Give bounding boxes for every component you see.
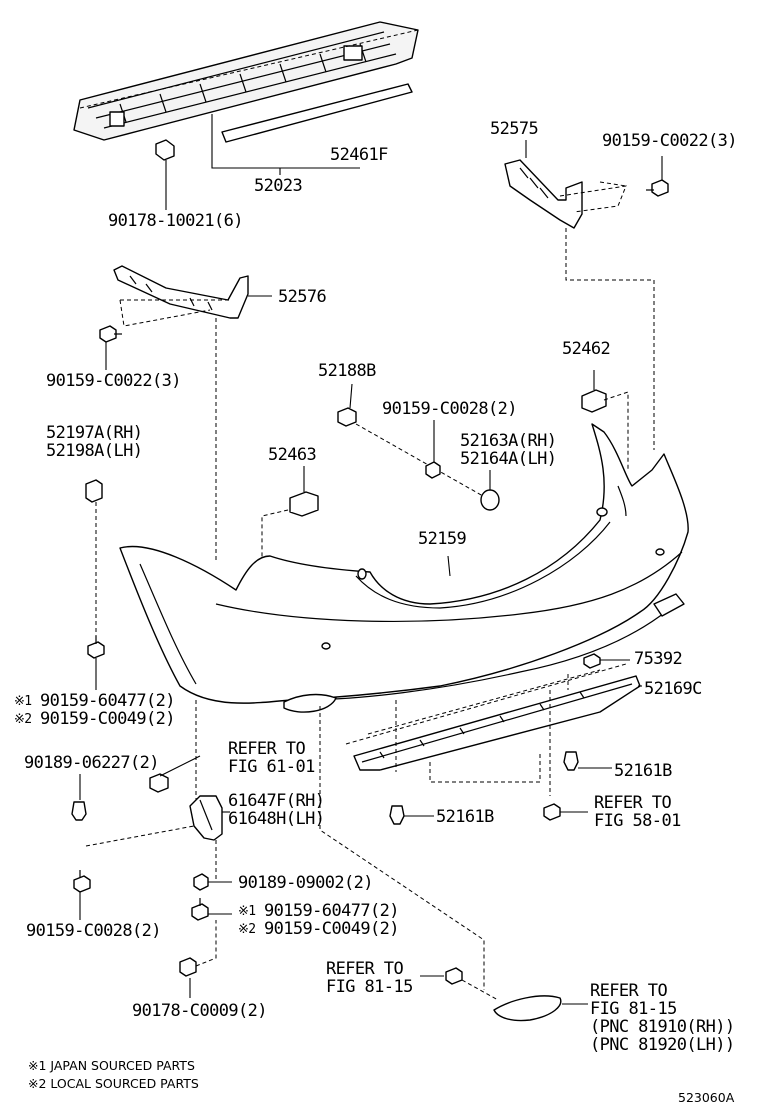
label-52164A: 52164A(LH)	[460, 449, 557, 469]
clip-52161B-b	[389, 805, 434, 825]
label-refer-61-01-a: REFER TO	[228, 739, 306, 759]
mark-1-b: ※1	[238, 904, 256, 919]
mark-1-a: ※1	[14, 694, 32, 709]
label-52159: 52159	[418, 529, 467, 549]
label-refer-81-15-d: FIG 81-15	[590, 999, 677, 1019]
bumper-reinforcement	[73, 21, 419, 141]
label-52575: 52575	[490, 119, 539, 139]
note-local-sourced: ※2 LOCAL SOURCED PARTS	[28, 1076, 199, 1091]
nut-90178-C0009	[179, 920, 217, 998]
screw-refer-81-15	[420, 967, 499, 1001]
screw-rh-upper	[646, 156, 669, 197]
clip-52197A	[85, 479, 103, 640]
label-61647F: 61647F(RH)	[228, 791, 325, 811]
label-90189-06227: 90189-06227(2)	[24, 753, 159, 773]
side-retainer-rh	[504, 140, 627, 229]
mark-2-b: ※2	[238, 922, 256, 937]
label-90159-C0028-center: 90159-C0028(2)	[382, 399, 517, 419]
pad-52463	[261, 466, 319, 610]
label-52463: 52463	[268, 445, 317, 465]
label-52161B-a: 52161B	[614, 761, 672, 781]
mark-2-a: ※2	[14, 712, 32, 727]
label-52161B-b: 52161B	[436, 807, 494, 827]
reflector	[493, 995, 588, 1022]
label-90159-60477-a: 90159-60477(2)	[40, 691, 175, 711]
label-90159-C0049-b: 90159-C0049(2)	[264, 919, 399, 939]
label-refer-61-01-b: FIG 61-01	[228, 757, 315, 777]
label-52169C: 52169C	[644, 679, 702, 699]
energy-absorber-strip	[221, 83, 413, 143]
nut-90189-09002	[193, 873, 232, 891]
screw-90159-60477	[191, 898, 232, 921]
bumper-cover	[119, 423, 689, 713]
screw-90159-C0028	[73, 870, 91, 920]
pad-52462	[581, 370, 629, 470]
figure-id: 523060A	[678, 1090, 735, 1105]
screw-lh-side	[87, 636, 105, 690]
label-pnc-lh: (PNC 81920(LH))	[590, 1035, 735, 1055]
label-52023: 52023	[254, 176, 303, 196]
label-90159-C0028-lh: 90159-C0028(2)	[26, 921, 161, 941]
bracket-61647F	[189, 700, 230, 880]
label-52197A: 52197A(RH)	[46, 423, 143, 443]
label-75392: 75392	[634, 649, 683, 669]
screw-lh-upper	[99, 325, 122, 370]
note-japan-sourced: ※1 JAPAN SOURCED PARTS	[28, 1058, 195, 1073]
label-52462: 52462	[562, 339, 611, 359]
clip-90189-06227	[71, 774, 195, 847]
label-52576: 52576	[278, 287, 327, 307]
screw-center	[425, 420, 441, 479]
clip-75392	[583, 653, 630, 669]
label-refer-81-15-b: FIG 81-15	[326, 977, 413, 997]
label-90178-C0009: 90178-C0009(2)	[132, 1001, 267, 1021]
label-52198A: 52198A(LH)	[46, 441, 143, 461]
label-90159-C0022-lh: 90159-C0022(3)	[46, 371, 181, 391]
plug-52188B	[337, 383, 357, 427]
lower-molding	[345, 663, 642, 771]
screw-refer-58-01	[543, 803, 588, 821]
label-90159-C0049-a: 90159-C0049(2)	[40, 709, 175, 729]
label-52163A: 52163A(RH)	[460, 431, 557, 451]
side-retainer-lh	[113, 265, 272, 327]
label-52461F: 52461F	[330, 145, 388, 165]
label-refer-58-01-a: REFER TO	[594, 793, 672, 813]
label-pnc-rh: (PNC 81910(RH))	[590, 1017, 735, 1037]
cap-52163A	[480, 470, 500, 511]
label-90178-10021: 90178-10021(6)	[108, 211, 243, 231]
label-90159-C0022-rh: 90159-C0022(3)	[602, 131, 737, 151]
label-refer-81-15-c: REFER TO	[590, 981, 668, 1001]
clip-52161B-a	[563, 751, 612, 771]
label-refer-58-01-b: FIG 58-01	[594, 811, 681, 831]
label-refer-81-15-a: REFER TO	[326, 959, 404, 979]
clip-refer-61-01	[149, 755, 201, 793]
label-61648H: 61648H(LH)	[228, 809, 325, 829]
reinforcement-nut	[155, 139, 175, 210]
label-52188B: 52188B	[318, 361, 376, 381]
label-90159-60477-b: 90159-60477(2)	[264, 901, 399, 921]
label-90189-09002: 90189-09002(2)	[238, 873, 373, 893]
